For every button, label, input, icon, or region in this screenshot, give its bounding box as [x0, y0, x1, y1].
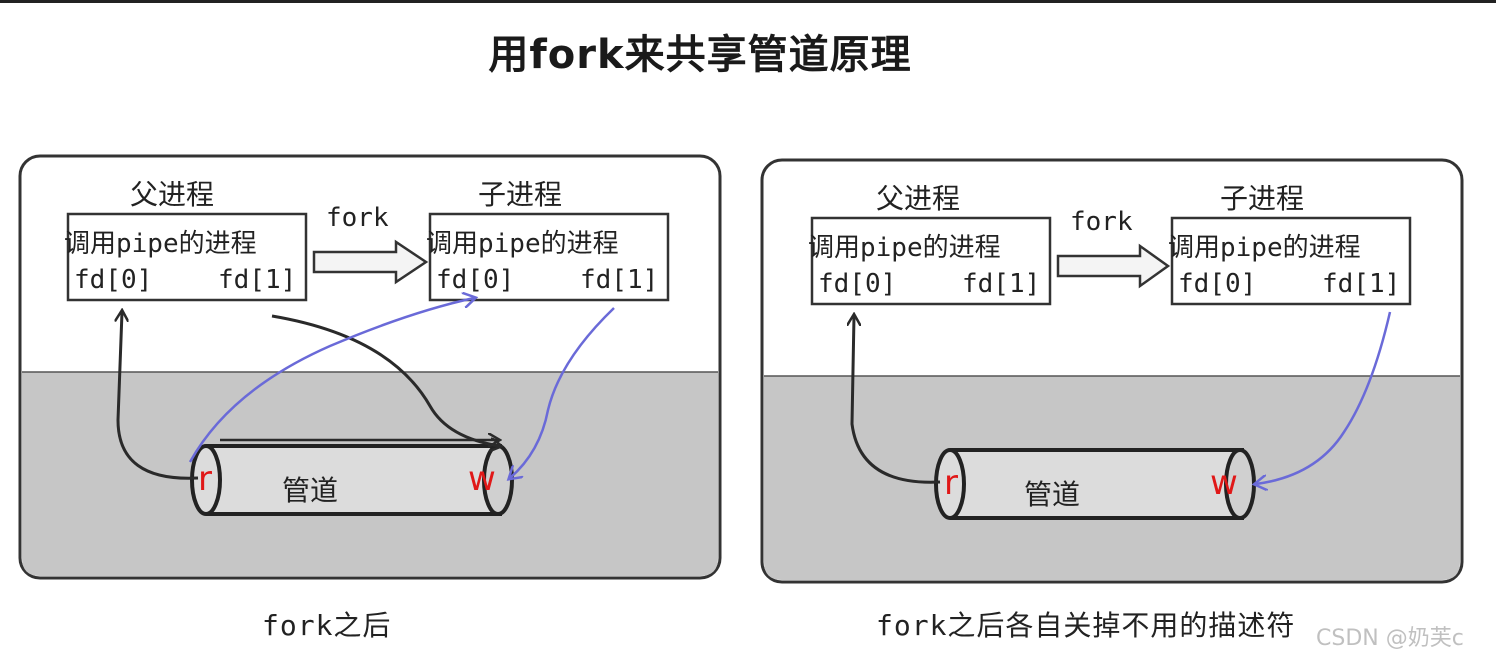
parent-process-box-left: [66, 212, 308, 302]
read-end-right: r: [944, 463, 958, 503]
parent-fd1-left: fd[1]: [218, 265, 296, 295]
parent-box-text-left: 调用pipe的进程: [64, 229, 257, 259]
pipe-diagram: 父进程 子进程 调用pipe的进程 fd[0] fd[1] 调用pipe的进程 …: [18, 154, 1464, 584]
fork-label-left: fork: [326, 203, 389, 233]
child-box-text-left: 调用pipe的进程: [426, 229, 619, 259]
pipe-label-right: 管道: [1024, 478, 1080, 511]
read-end-left: r: [198, 459, 212, 499]
parent-write-arrow-left: [271, 314, 500, 446]
child-fd0-left: fd[0]: [436, 265, 514, 295]
child-label-left: 子进程: [478, 178, 562, 211]
write-end-left: w: [468, 459, 496, 499]
parent-label-left: 父进程: [130, 178, 214, 211]
panel-right: 父进程 子进程 调用pipe的进程 fd[0] fd[1] 调用pipe的进程 …: [760, 158, 1464, 584]
parent-read-arrow-left: [118, 312, 199, 480]
page-title: 用fork来共享管道原理: [488, 32, 912, 78]
parent-fd1-right: fd[1]: [962, 269, 1040, 299]
child-label-right: 子进程: [1220, 182, 1304, 215]
pipe-right: [934, 448, 1256, 520]
caption-right: fork之后各自关掉不用的描述符: [876, 609, 1296, 642]
parent-process-box-right: [810, 216, 1052, 306]
panel-left: 父进程 子进程 调用pipe的进程 fd[0] fd[1] 调用pipe的进程 …: [18, 154, 722, 580]
child-fd1-left: fd[1]: [580, 265, 658, 295]
fork-arrow-left: [312, 239, 429, 285]
child-fd0-right: fd[0]: [1178, 269, 1256, 299]
child-write-arrow-left: [510, 307, 615, 478]
watermark: CSDN @奶芙c: [1316, 626, 1464, 651]
caption-left: fork之后: [262, 609, 392, 642]
parent-box-text-right: 调用pipe的进程: [808, 233, 1001, 263]
child-write-arrow-right: [1256, 311, 1392, 484]
child-box-text-right: 调用pipe的进程: [1168, 233, 1361, 263]
child-fd1-right: fd[1]: [1322, 269, 1400, 299]
fork-arrow-right: [1056, 243, 1171, 289]
parent-fd0-left: fd[0]: [74, 265, 152, 295]
write-end-right: w: [1210, 463, 1238, 503]
parent-label-right: 父进程: [876, 182, 960, 215]
top-rule: [0, 0, 1496, 3]
child-process-box-left: [428, 212, 670, 302]
pipe-left: [190, 444, 514, 516]
pipe-label-left: 管道: [282, 474, 338, 507]
child-process-box-right: [1170, 216, 1412, 306]
child-read-arrow-left: [188, 298, 474, 463]
parent-read-arrow-right: [852, 316, 941, 484]
parent-fd0-right: fd[0]: [818, 269, 896, 299]
fork-label-right: fork: [1070, 207, 1133, 237]
